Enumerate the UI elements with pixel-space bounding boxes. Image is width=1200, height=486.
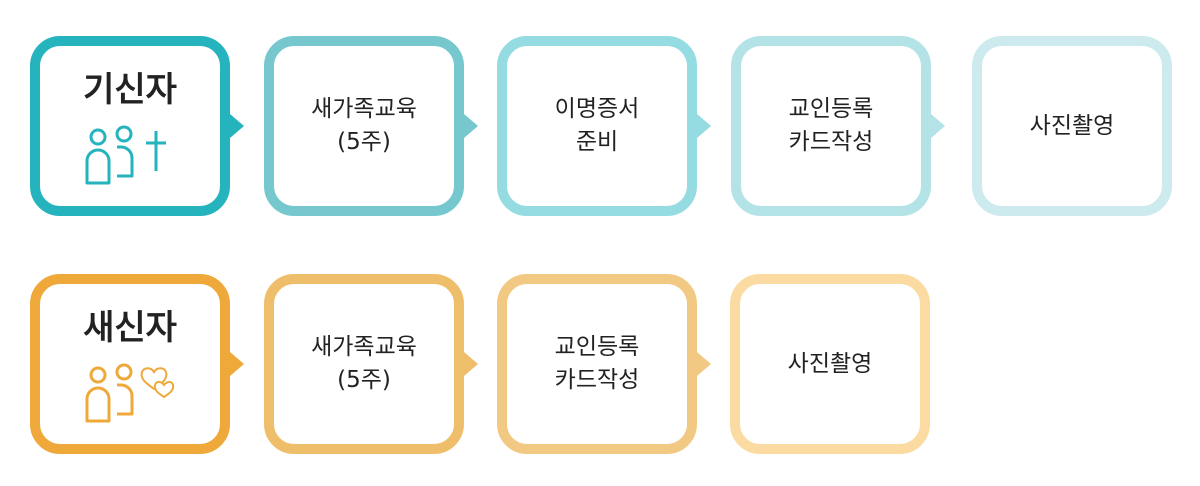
step-box: 이명증서 준비 (497, 36, 697, 216)
step-label: 교인등록 카드작성 (554, 334, 640, 393)
step-label: 새가족교육 (5주) (311, 334, 417, 393)
step-label: 사진촬영 (787, 350, 873, 377)
step-box: 사진촬영 (730, 274, 930, 454)
step-box: 새가족교육 (5주) (264, 36, 464, 216)
arrow-right-icon (464, 352, 478, 376)
step-label: 이명증서 준비 (554, 96, 640, 155)
category-title: 새신자 (83, 307, 177, 348)
people-cross-icon (84, 125, 176, 191)
step-label: 사진촬영 (1029, 112, 1115, 139)
arrow-right-icon (931, 114, 945, 138)
category-title: 기신자 (83, 69, 177, 110)
arrow-right-icon (697, 114, 711, 138)
arrow-right-icon (230, 114, 244, 138)
step-box: 교인등록 카드작성 (497, 274, 697, 454)
arrow-right-icon (464, 114, 478, 138)
step-box: 사진촬영 (972, 36, 1172, 216)
category-box-existing-believer: 기신자 (30, 36, 230, 216)
step-label: 새가족교육 (5주) (311, 96, 417, 155)
arrow-right-icon (230, 352, 244, 376)
step-box: 교인등록 카드작성 (731, 36, 931, 216)
step-box: 새가족교육 (5주) (264, 274, 464, 454)
people-hearts-icon (84, 363, 176, 429)
category-box-new-believer: 새신자 (30, 274, 230, 454)
arrow-right-icon (697, 352, 711, 376)
step-label: 교인등록 카드작성 (788, 96, 874, 155)
